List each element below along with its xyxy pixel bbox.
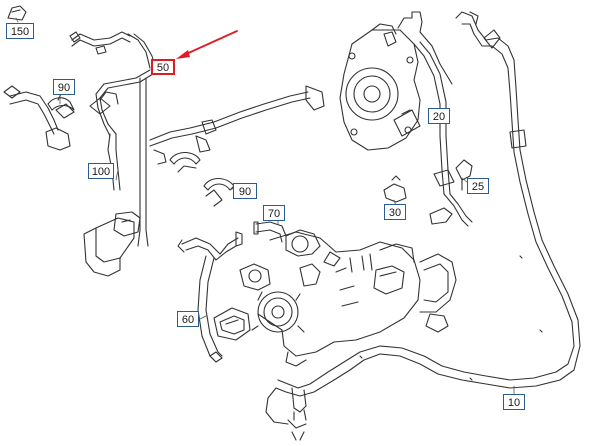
- callout-10[interactable]: 10: [503, 394, 525, 410]
- callout-50-highlighted[interactable]: 50: [151, 59, 175, 75]
- part-100-bracket: [83, 211, 141, 277]
- vacuum-pump: [339, 11, 453, 151]
- part-70-pipe: [253, 221, 287, 243]
- callout-30[interactable]: 30: [384, 204, 406, 220]
- callout-90-upper[interactable]: 90: [53, 79, 75, 95]
- part-10-hose: [265, 11, 581, 441]
- part-30-sensor: [383, 175, 407, 203]
- water-pump-assembly: [213, 229, 457, 367]
- part-25-clip: [455, 159, 473, 191]
- highlight-arrow: [176, 30, 238, 59]
- callout-150[interactable]: 150: [6, 23, 34, 39]
- part-150-clip: [7, 5, 27, 21]
- callout-100[interactable]: 100: [88, 163, 114, 179]
- part-90-clip-lower: [169, 151, 235, 207]
- callout-90-lower[interactable]: 90: [233, 183, 257, 199]
- vacuum-hose: [413, 41, 473, 227]
- part-60-hose: [177, 231, 243, 363]
- callout-20[interactable]: 20: [428, 108, 450, 124]
- callout-60[interactable]: 60: [177, 311, 199, 327]
- callout-70[interactable]: 70: [263, 205, 285, 221]
- callout-25[interactable]: 25: [467, 178, 489, 194]
- wiring-harness: [3, 31, 325, 247]
